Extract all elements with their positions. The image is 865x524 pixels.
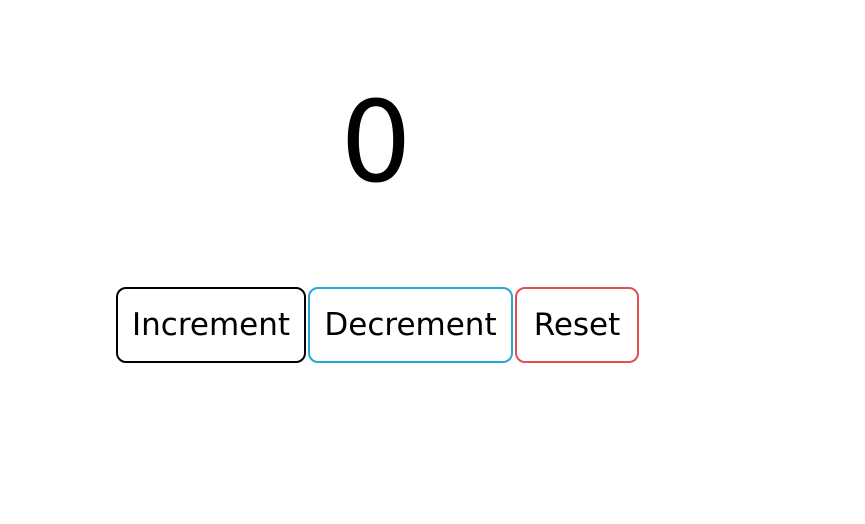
increment-button[interactable]: Increment	[116, 287, 306, 363]
counter-controls: Increment Decrement Reset	[116, 287, 639, 363]
reset-button[interactable]: Reset	[515, 287, 639, 363]
counter-value: 0	[340, 78, 412, 208]
decrement-button[interactable]: Decrement	[308, 287, 513, 363]
